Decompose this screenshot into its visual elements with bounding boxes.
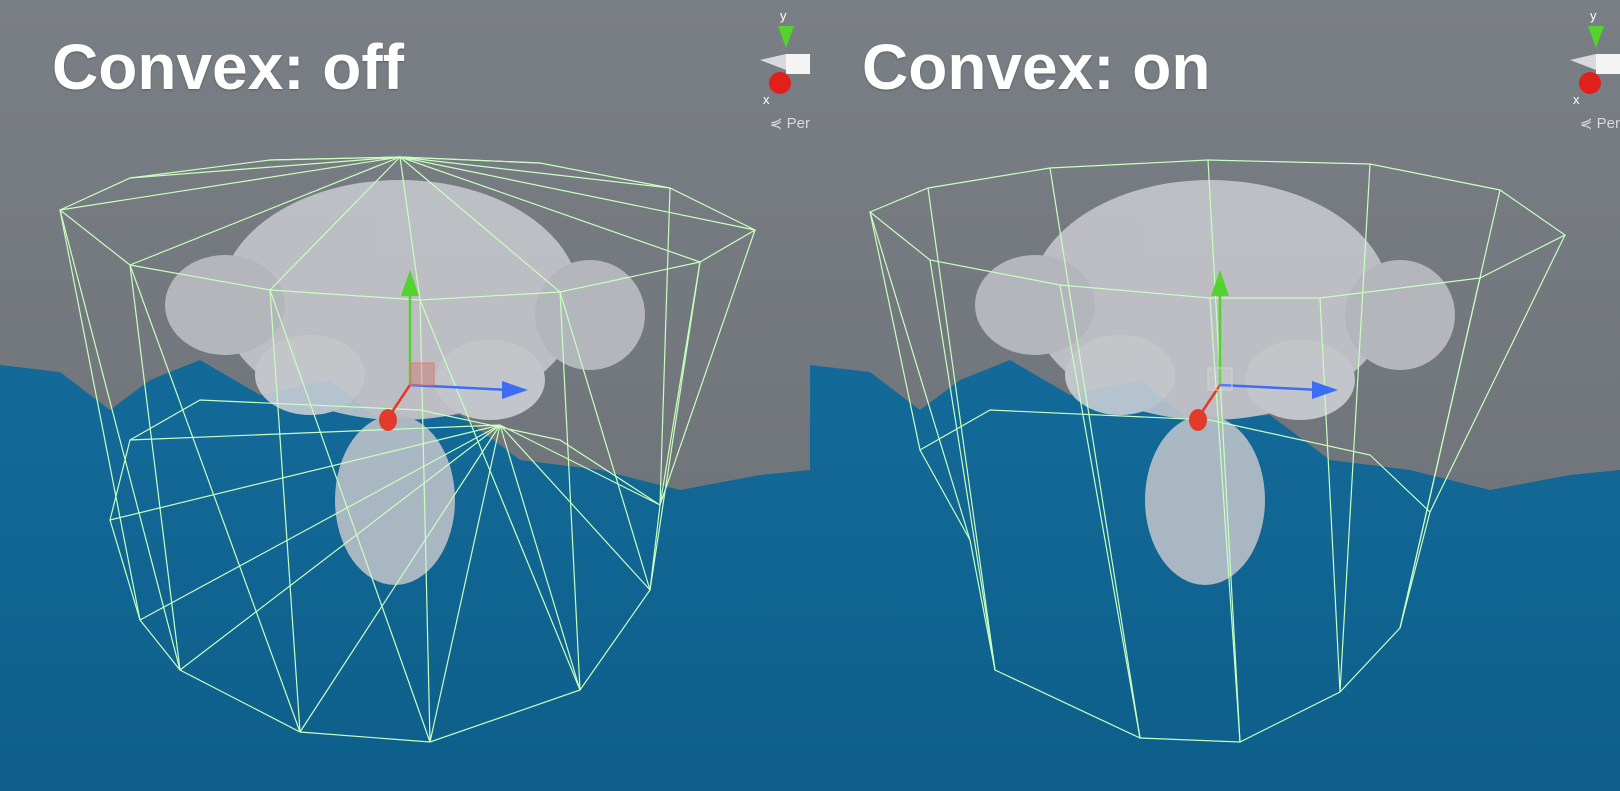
gizmo-axis-x-label: x	[1573, 92, 1580, 107]
projection-toggle[interactable]: ⋞ Per	[1580, 114, 1620, 132]
panel-title: Convex: on	[862, 31, 1211, 103]
gizmo-x-cone-icon[interactable]	[769, 72, 791, 94]
gizmo-center-cube-icon[interactable]	[1596, 54, 1620, 74]
chevron-left-icon: ⋞	[769, 115, 783, 132]
projection-toggle[interactable]: ⋞ Per	[770, 114, 810, 132]
scene-view-convex-off[interactable]: Convex: off y x ⋞ Per	[0, 0, 810, 791]
gizmo-neg-z-cone-icon[interactable]	[760, 54, 786, 70]
move-handle-gizmo[interactable]	[1189, 270, 1338, 431]
gizmo-neg-z-cone-icon[interactable]	[1570, 54, 1596, 70]
scene-orientation-gizmo[interactable]: y x	[1568, 0, 1620, 140]
scene-canvas[interactable]	[0, 0, 810, 791]
scene-view-convex-on[interactable]: Convex: on y x ⋞ Per	[810, 0, 1620, 791]
gizmo-y-cone-icon[interactable]	[1588, 26, 1604, 48]
scene-canvas[interactable]	[810, 0, 1620, 791]
gizmo-axis-y-label: y	[1590, 8, 1597, 23]
projection-label: Per	[1596, 115, 1620, 132]
gizmo-axis-y-label: y	[780, 8, 787, 23]
scene-orientation-gizmo[interactable]: y x	[758, 0, 810, 140]
gizmo-axis-x-label: x	[763, 92, 770, 107]
chevron-left-icon: ⋞	[1579, 115, 1593, 132]
panel-title: Convex: off	[52, 31, 404, 103]
move-handle-gizmo[interactable]	[379, 270, 528, 431]
projection-label: Per	[786, 115, 810, 132]
mesh-collider-wireframe	[58, 156, 757, 743]
convex-hull-wireframe	[868, 159, 1567, 743]
gizmo-y-cone-icon[interactable]	[778, 26, 794, 48]
gizmo-center-cube-icon[interactable]	[786, 54, 810, 74]
monkey-mesh	[165, 180, 645, 585]
gizmo-x-cone-icon[interactable]	[1579, 72, 1601, 94]
